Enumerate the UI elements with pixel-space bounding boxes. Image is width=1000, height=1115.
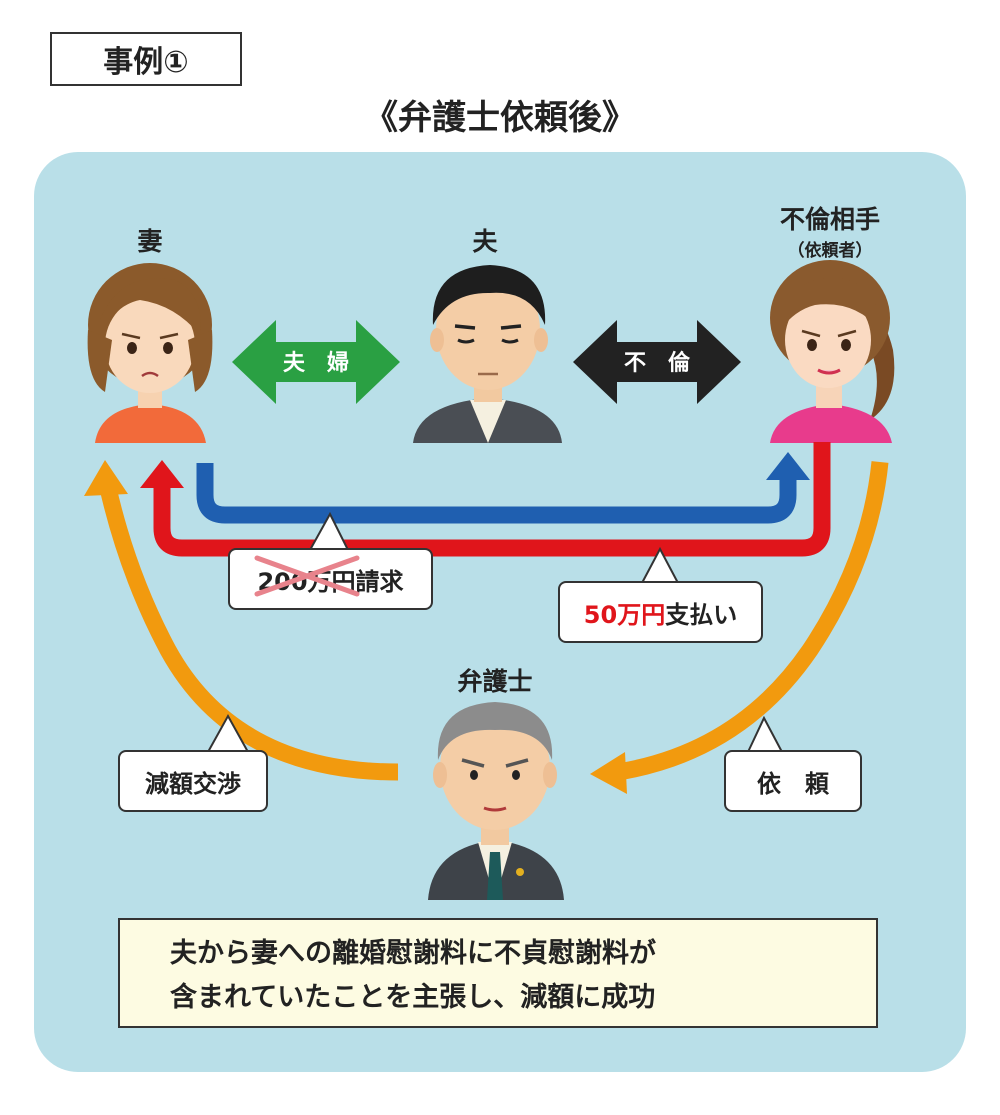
claim-arrow: [196, 463, 797, 524]
conclusion-line-2: 含まれていたことを主張し、減額に成功: [170, 982, 656, 1013]
payment-amount: 50万円: [583, 600, 666, 629]
payment-arrowhead: [140, 460, 184, 488]
lover-figure: [770, 260, 895, 443]
request-arrowhead: [590, 752, 627, 794]
claim-suffix: 請求: [355, 567, 404, 596]
strikethrough-cross-icon: [254, 555, 360, 596]
lover-label: 不倫相手: [779, 205, 880, 234]
wife-label: 妻: [137, 227, 163, 256]
claim-callout: 200万円 請求: [228, 548, 433, 610]
negotiation-label: 減額交渉: [145, 769, 241, 798]
claim-callout-tail: [309, 511, 349, 551]
request-label: 依 頼: [757, 769, 829, 798]
wife-figure: [87, 263, 213, 443]
lawyer-label: 弁護士: [457, 667, 533, 696]
claim-arrowhead: [766, 452, 810, 480]
lover-sublabel: （依頼者）: [787, 241, 873, 261]
couple-label: 夫 婦: [283, 350, 349, 376]
affair-arrow: [573, 320, 741, 404]
request-callout-tail: [747, 715, 783, 753]
claim-amount: 200万円: [257, 567, 356, 596]
page-title: 《弁護士依頼後》: [364, 98, 636, 138]
negotiation-arrowhead: [84, 460, 128, 496]
negotiation-callout-tail: [207, 713, 249, 753]
husband-label: 夫: [472, 227, 498, 256]
husband-figure: [413, 265, 562, 443]
payment-callout: 50万円 支払い: [558, 581, 763, 643]
negotiation-arrow: [99, 486, 399, 781]
conclusion-line-1: 夫から妻への離婚慰謝料に不貞慰謝料が: [170, 938, 656, 969]
conclusion-box: 夫から妻への離婚慰謝料に不貞慰謝料が 含まれていたことを主張し、減額に成功: [118, 918, 878, 1028]
payment-callout-tail: [641, 546, 679, 584]
lawyer-figure: [428, 702, 564, 900]
request-arrow: [616, 461, 889, 781]
affair-label: 不 倫: [624, 350, 691, 376]
payment-arrow: [153, 442, 831, 557]
case-label: 事例①: [50, 32, 242, 86]
couple-arrow: [232, 320, 400, 404]
negotiation-callout: 減額交渉: [118, 750, 268, 812]
request-callout: 依 頼: [724, 750, 862, 812]
payment-suffix: 支払い: [665, 600, 738, 629]
